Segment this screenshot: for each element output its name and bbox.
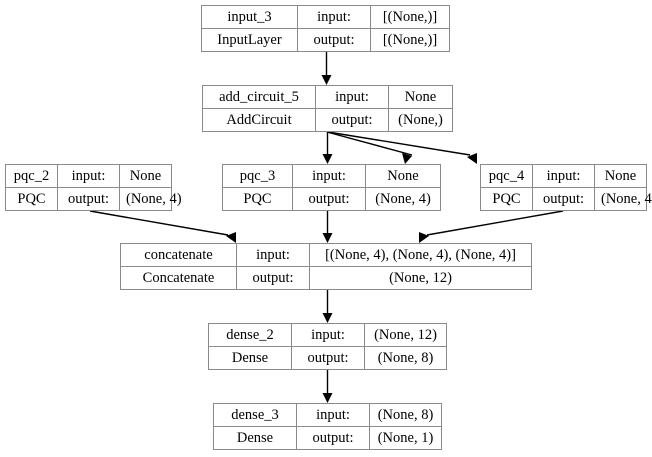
node-output-shape: (None, 1) (377, 429, 434, 446)
node-input-label: input: (293, 165, 366, 187)
node-output-shape: (None, 4) (601, 190, 652, 207)
node-output-label: output: (316, 109, 389, 131)
node-output-label: output: (533, 188, 595, 210)
arrowhead-add_circuit_5-to-pqc_2 (402, 153, 412, 164)
arrowhead-dense_2-to-dense_3 (322, 393, 333, 403)
arrowhead-add_circuit_5-to-pqc_3 (322, 154, 333, 164)
node-input-shape: None (604, 167, 637, 184)
node-output-shape: (None, 4) (375, 190, 431, 207)
node-input-shape: [(None, 4), (None, 4), (None, 4)] (325, 246, 516, 263)
arrowhead-concatenate-to-dense_2 (322, 313, 333, 323)
node-input-shape: (None, 12) (374, 326, 437, 343)
node-input-shape: [(None,)] (382, 8, 438, 25)
node-output-label: output: (58, 188, 120, 210)
node-layer-name: dense_3 (214, 404, 297, 426)
node-output-label: output: (293, 188, 366, 210)
node-layer-name: pqc_4 (481, 165, 533, 187)
node-output-shape: (None, 8) (377, 349, 434, 366)
node-input-label: input: (58, 165, 120, 187)
node-input-shape: None (404, 88, 437, 105)
node-layer-name: pqc_2 (6, 165, 58, 187)
arrowhead-input_3-to-add_circuit_5 (321, 75, 332, 85)
node-output-label: output: (292, 347, 365, 369)
edge-pqc_4-to-concatenate (426, 210, 564, 236)
arrowhead-pqc_3-to-concatenate (322, 233, 333, 243)
node-class-name: PQC (6, 188, 58, 210)
node-output-label: output: (297, 427, 370, 449)
node-layer-name: concatenate (121, 244, 237, 266)
node-layer-name: pqc_3 (223, 165, 293, 187)
node-layer-name: dense_2 (209, 324, 292, 346)
node-class-name: Dense (209, 347, 292, 369)
node-input-shape: None (387, 167, 419, 184)
arrowhead-add_circuit_5-to-pqc_4 (467, 153, 477, 164)
node-output-shape: [(None,)] (382, 31, 438, 48)
node-output-label: output: (298, 29, 371, 51)
node-output-shape: (None, 4) (126, 190, 182, 207)
node-class-name: AddCircuit (203, 109, 316, 131)
node-class-name: PQC (481, 188, 533, 210)
arrowhead-pqc_4-to-concatenate (419, 232, 429, 243)
arrowhead-pqc_2-to-concatenate (226, 232, 236, 243)
node-class-name: Dense (214, 427, 297, 449)
node-input-shape: None (129, 167, 162, 184)
node-class-name: PQC (223, 188, 293, 210)
node-output-shape: (None,) (398, 111, 443, 128)
node-input-label: input: (292, 324, 365, 346)
edge-pqc_2-to-concatenate (89, 210, 229, 236)
node-output-label: output: (237, 267, 310, 289)
node-output-shape: (None, 12) (389, 269, 452, 286)
node-input-shape: (None, 8) (377, 406, 434, 423)
edge-add_circuit_5-to-pqc_2 (326, 131, 413, 156)
node-input-label: input: (237, 244, 310, 266)
node-input-label: input: (316, 86, 389, 108)
node-input-label: input: (297, 404, 370, 426)
node-class-name: InputLayer (202, 29, 298, 51)
node-class-name: Concatenate (121, 267, 237, 289)
node-layer-name: input_3 (202, 6, 298, 28)
node-layer-name: add_circuit_5 (203, 86, 316, 108)
node-input-label: input: (298, 6, 371, 28)
edge-add_circuit_5-to-pqc_4 (327, 131, 471, 156)
node-input-label: input: (533, 165, 595, 187)
